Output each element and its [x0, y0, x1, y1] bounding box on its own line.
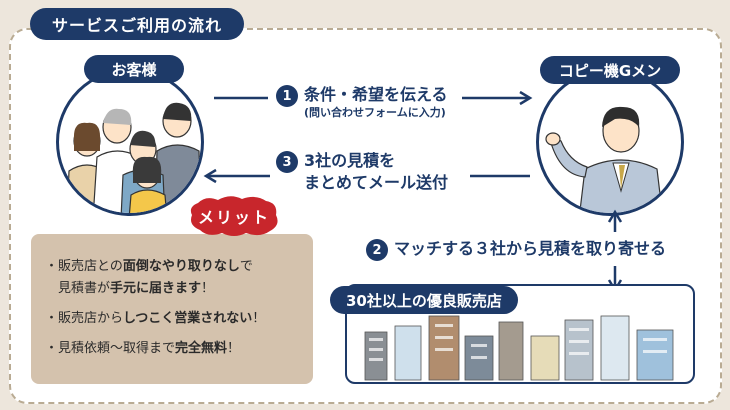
customer-label: お客様: [84, 55, 184, 83]
step-1-number: 1: [276, 85, 298, 107]
step-1-text: 条件・希望を伝える: [304, 85, 448, 104]
merit-box: ・販売店との面倒なやり取りなしで 見積書が手元に届きます！ ・販売店からしつこく…: [31, 234, 313, 384]
step-3-number: 3: [276, 151, 298, 173]
step-3: 3 3社の見積を まとめてメール送付: [276, 150, 448, 194]
step-3-line1: 3社の見積を: [304, 151, 396, 170]
shops-label: 30社以上の優良販売店: [330, 286, 518, 314]
step-2-text: マッチする３社から見積を取り寄せる: [394, 239, 667, 258]
company-illustration: [536, 68, 684, 216]
merit-badge-label: メリット: [197, 208, 270, 227]
step-2-number: 2: [366, 239, 388, 261]
merit-item-2: ・販売店からしつこく営業されない！: [45, 311, 266, 326]
customer-illustration: [56, 68, 204, 216]
arrow-left-icon: [203, 168, 530, 184]
step-3-line2: まとめてメール送付: [304, 173, 449, 192]
arrow-right-icon: [214, 90, 533, 106]
merit-item-3: ・見積依頼〜取得まで完全無料！: [45, 341, 241, 356]
burst-shape-icon: [190, 196, 278, 236]
company-label: コピー機Gメン: [540, 56, 680, 84]
step-1: 1 条件・希望を伝える (問い合わせフォームに入力): [276, 84, 448, 120]
arrow-vertical-icon: [607, 209, 623, 293]
merit-badge: メリット: [188, 195, 280, 237]
step-1-subtext: (問い合わせフォームに入力): [304, 106, 446, 119]
step-2: 2 マッチする３社から見積を取り寄せる: [366, 238, 666, 261]
page-title: サービスご利用の流れ: [30, 8, 245, 40]
merit-item-1: ・販売店との面倒なやり取りなしで 見積書が手元に届きます！: [45, 259, 253, 296]
buildings-icon: [364, 315, 674, 381]
